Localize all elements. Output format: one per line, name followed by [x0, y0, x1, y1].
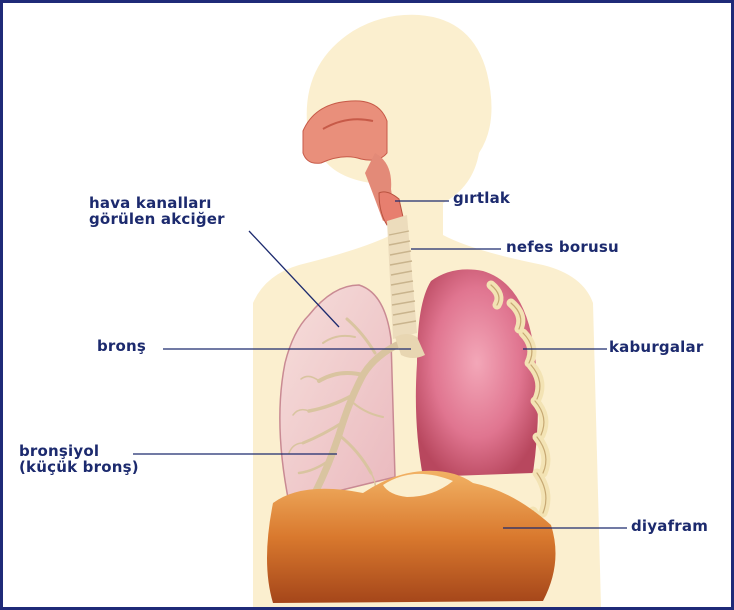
label-bronchus: bronş: [97, 338, 146, 354]
label-ribs: kaburgalar: [609, 339, 703, 355]
label-lung-airways-line1: hava kanalları: [89, 195, 225, 211]
label-bronchiole-line1: bronşiyol: [19, 443, 139, 459]
label-trachea: nefes borusu: [506, 239, 619, 255]
label-larynx: gırtlak: [453, 190, 510, 206]
label-diaphragm: diyafram: [631, 518, 708, 534]
label-bronchiole: bronşiyol (küçük bronş): [19, 443, 139, 475]
label-lung-airways: hava kanalları görülen akciğer: [89, 195, 225, 227]
label-bronchiole-line2: (küçük bronş): [19, 459, 139, 475]
label-lung-airways-line2: görülen akciğer: [89, 211, 225, 227]
respiratory-system-illustration: [3, 3, 731, 607]
